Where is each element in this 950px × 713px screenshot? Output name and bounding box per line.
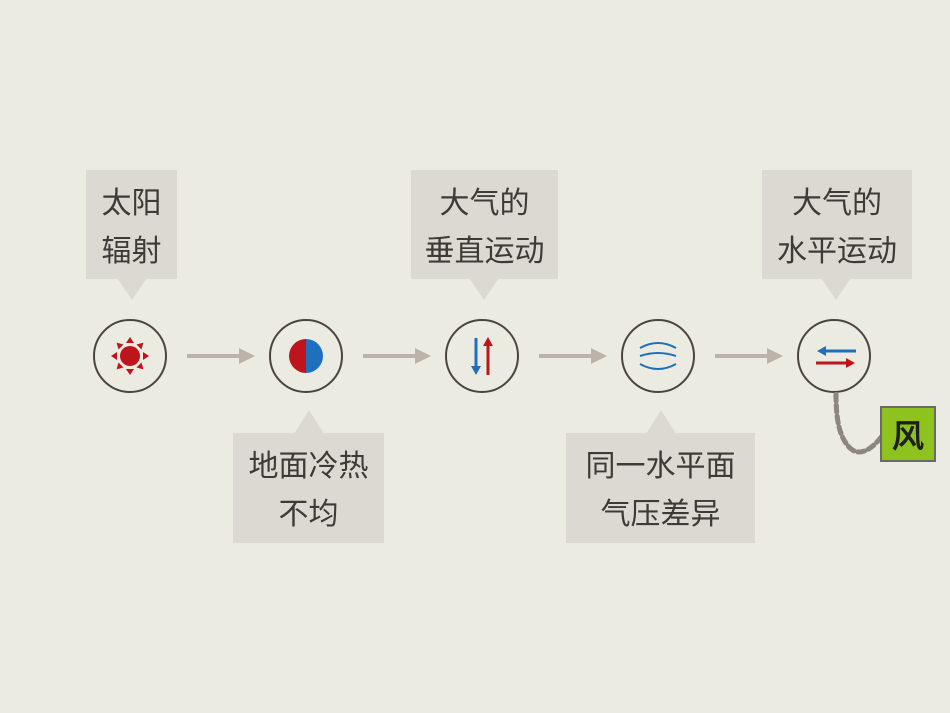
flow-arrow-3	[539, 348, 607, 364]
left-right-arrows-icon	[816, 346, 856, 368]
flow-arrow-2	[363, 348, 431, 364]
flow-arrow-4	[715, 348, 783, 364]
callout-pressure-difference: 同一水平面 气压差异	[566, 433, 755, 543]
up-down-arrows-icon	[471, 337, 493, 375]
flow-arrow-1	[187, 348, 255, 364]
wind-result-label: 风	[880, 406, 936, 462]
node-pressure	[621, 319, 695, 393]
callout-horizontal-motion: 大气的 水平运动	[762, 170, 912, 279]
callout-solar-radiation: 太阳 辐射	[86, 170, 177, 279]
sun-icon	[111, 337, 149, 375]
node-uneven	[269, 319, 343, 393]
callout-tip-pressure	[646, 410, 676, 434]
half-circle-icon	[289, 339, 323, 373]
isobar-lines-icon	[639, 342, 677, 370]
node-solar	[93, 319, 167, 393]
callout-tip-uneven	[294, 410, 324, 434]
node-vertical	[445, 319, 519, 393]
callout-tip-solar	[117, 278, 147, 300]
callout-vertical-motion: 大气的 垂直运动	[411, 170, 558, 279]
chain-connector	[833, 392, 885, 455]
callout-tip-horizontal	[821, 278, 851, 300]
node-horizontal	[797, 319, 871, 393]
callout-tip-vertical	[469, 278, 499, 300]
callout-uneven-heating: 地面冷热 不均	[233, 433, 384, 543]
